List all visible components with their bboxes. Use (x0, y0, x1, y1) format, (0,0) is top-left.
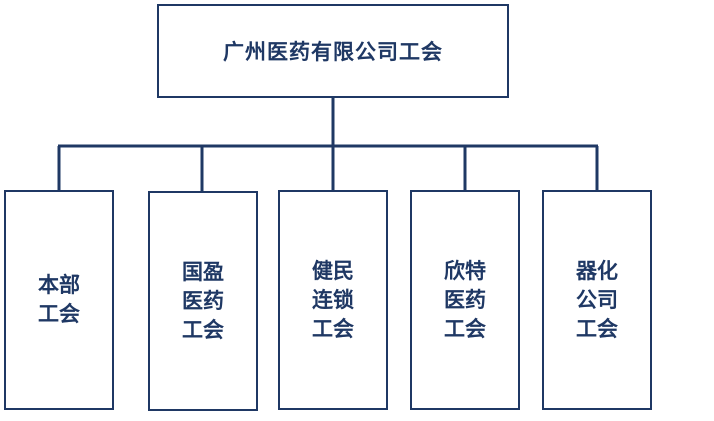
child-node-qihua-union: 器化 公司 工会 (542, 190, 652, 410)
child-node-label: 健民 连锁 工会 (312, 258, 354, 341)
root-node-label: 广州医药有限公司工会 (223, 40, 443, 64)
child-node-jianmin-union: 健民 连锁 工会 (278, 190, 388, 410)
child-node-label: 国盈 医药 工会 (182, 259, 224, 342)
child-node-label: 本部 工会 (38, 273, 80, 326)
root-node-guangzhou-pharma-union: 广州医药有限公司工会 (157, 4, 509, 98)
child-node-label: 器化 公司 工会 (576, 258, 618, 341)
child-node-xinte-union: 欣特 医药 工会 (410, 190, 520, 410)
child-node-benbu-union: 本部 工会 (4, 190, 114, 410)
child-node-guoying-union: 国盈 医药 工会 (148, 191, 258, 411)
child-node-label: 欣特 医药 工会 (444, 258, 486, 341)
